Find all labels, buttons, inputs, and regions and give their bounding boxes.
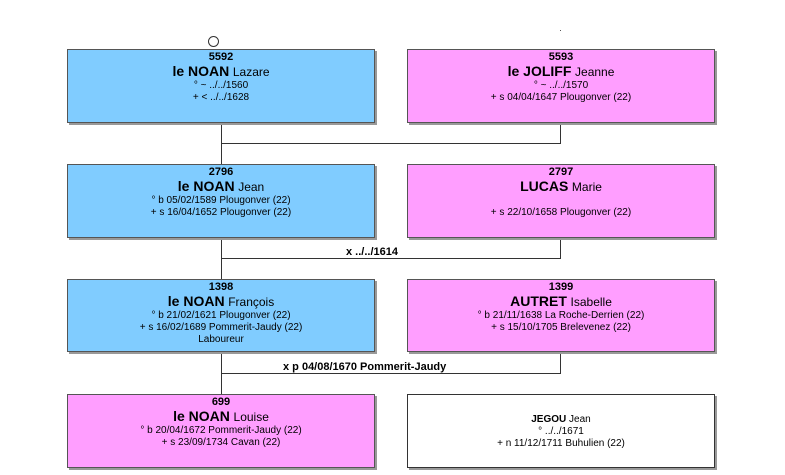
given-name: Marie bbox=[571, 180, 602, 194]
birth-line bbox=[408, 195, 714, 207]
occupation-line: Laboureur bbox=[198, 334, 244, 345]
birth-line: ° ../../1671 bbox=[538, 426, 584, 437]
surname: le NOAN bbox=[173, 408, 230, 424]
marriage-label-2796: x ../../1614 bbox=[346, 246, 398, 258]
person-box-spouse[interactable]: JEGOU Jean ° ../../1671 + n 11/12/1711 B… bbox=[407, 394, 715, 468]
connector-gen4-to-2796 bbox=[221, 143, 222, 165]
person-number: 2796 bbox=[208, 166, 234, 178]
death-line: + n 11/12/1711 Buhulien (22) bbox=[497, 438, 625, 449]
birth-line: ° ~ ../../1560 bbox=[193, 80, 249, 91]
given-name: François bbox=[228, 295, 275, 309]
death-line: + < ../../1628 bbox=[192, 92, 250, 103]
person-name: le NOAN François bbox=[68, 294, 374, 310]
given-name: Jean bbox=[569, 414, 591, 425]
person-box-5592[interactable]: 5592 le NOAN Lazare ° ~ ../../1560 + < .… bbox=[67, 49, 375, 123]
surname: LUCAS bbox=[520, 178, 569, 194]
birth-line: ° ~ ../../1570 bbox=[533, 80, 589, 91]
surname: le NOAN bbox=[172, 63, 230, 79]
person-number: 699 bbox=[211, 396, 231, 408]
person-number: 5592 bbox=[208, 51, 234, 63]
connector-5592-down bbox=[221, 122, 222, 144]
person-name: LUCAS Marie bbox=[408, 179, 714, 195]
person-name: AUTRET Isabelle bbox=[408, 294, 714, 310]
connector-2797-down bbox=[560, 237, 561, 259]
person-name: le NOAN Jean bbox=[68, 179, 374, 195]
surname: AUTRET bbox=[510, 293, 567, 309]
person-number: 1398 bbox=[208, 281, 234, 293]
death-line: + s 04/04/1647 Plougonver (22) bbox=[490, 92, 632, 103]
person-name: le NOAN Louise bbox=[68, 409, 374, 425]
connector-gen4-couple bbox=[221, 143, 561, 144]
given-name: Jean bbox=[238, 180, 265, 194]
person-number: 2797 bbox=[548, 166, 574, 178]
person-name: le NOAN Lazare bbox=[68, 64, 374, 80]
person-box-2796[interactable]: 2796 le NOAN Jean ° b 05/02/1589 Plougon… bbox=[67, 164, 375, 238]
given-name: Jeanne bbox=[575, 65, 615, 79]
surname: le NOAN bbox=[177, 178, 235, 194]
given-name: Lazare bbox=[232, 65, 270, 79]
connector-gen2-couple bbox=[221, 373, 561, 374]
person-number: 5593 bbox=[548, 51, 574, 63]
person-box-2797[interactable]: 2797 LUCAS Marie + s 22/10/1658 Plougonv… bbox=[407, 164, 715, 238]
marker-dot bbox=[560, 30, 561, 31]
person-name: le JOLIFF Jeanne bbox=[408, 64, 714, 80]
person-box-699[interactable]: 699 le NOAN Louise ° b 20/04/1672 Pommer… bbox=[67, 394, 375, 468]
death-line: + s 22/10/1658 Plougonver (22) bbox=[490, 207, 632, 218]
person-box-1399[interactable]: 1399 AUTRET Isabelle ° b 21/11/1638 La R… bbox=[407, 279, 715, 352]
given-name: Louise bbox=[233, 410, 269, 424]
birth-line: ° b 05/02/1589 Plougonver (22) bbox=[151, 195, 291, 206]
birth-line: ° b 21/02/1621 Plougonver (22) bbox=[151, 310, 291, 321]
person-box-1398[interactable]: 1398 le NOAN François ° b 21/02/1621 Plo… bbox=[67, 279, 375, 352]
birth-line: ° b 21/11/1638 La Roche-Derrien (22) bbox=[477, 310, 645, 321]
death-line: + s 15/10/1705 Brelevenez (22) bbox=[491, 322, 631, 333]
person-number: 1399 bbox=[548, 281, 574, 293]
surname: JEGOU bbox=[531, 414, 567, 425]
death-line: + s 23/09/1734 Cavan (22) bbox=[161, 437, 281, 448]
connector-gen3-couple bbox=[221, 258, 561, 259]
root-circle-icon bbox=[208, 36, 219, 47]
given-name: Isabelle bbox=[570, 295, 612, 309]
death-line: + s 16/02/1689 Pommerit-Jaudy (22) bbox=[139, 322, 303, 333]
surname: le JOLIFF bbox=[507, 63, 572, 79]
surname: le NOAN bbox=[167, 293, 225, 309]
person-name: JEGOU Jean bbox=[408, 414, 714, 426]
birth-line: ° b 20/04/1672 Pommerit-Jaudy (22) bbox=[140, 425, 302, 436]
person-box-5593[interactable]: 5593 le JOLIFF Jeanne ° ~ ../../1570 + s… bbox=[407, 49, 715, 123]
marriage-label-1398: x p 04/08/1670 Pommerit-Jaudy bbox=[283, 361, 447, 373]
death-line: + s 16/04/1652 Plougonver (22) bbox=[150, 207, 292, 218]
connector-1399-down bbox=[560, 351, 561, 373]
connector-5593-down bbox=[560, 122, 561, 144]
